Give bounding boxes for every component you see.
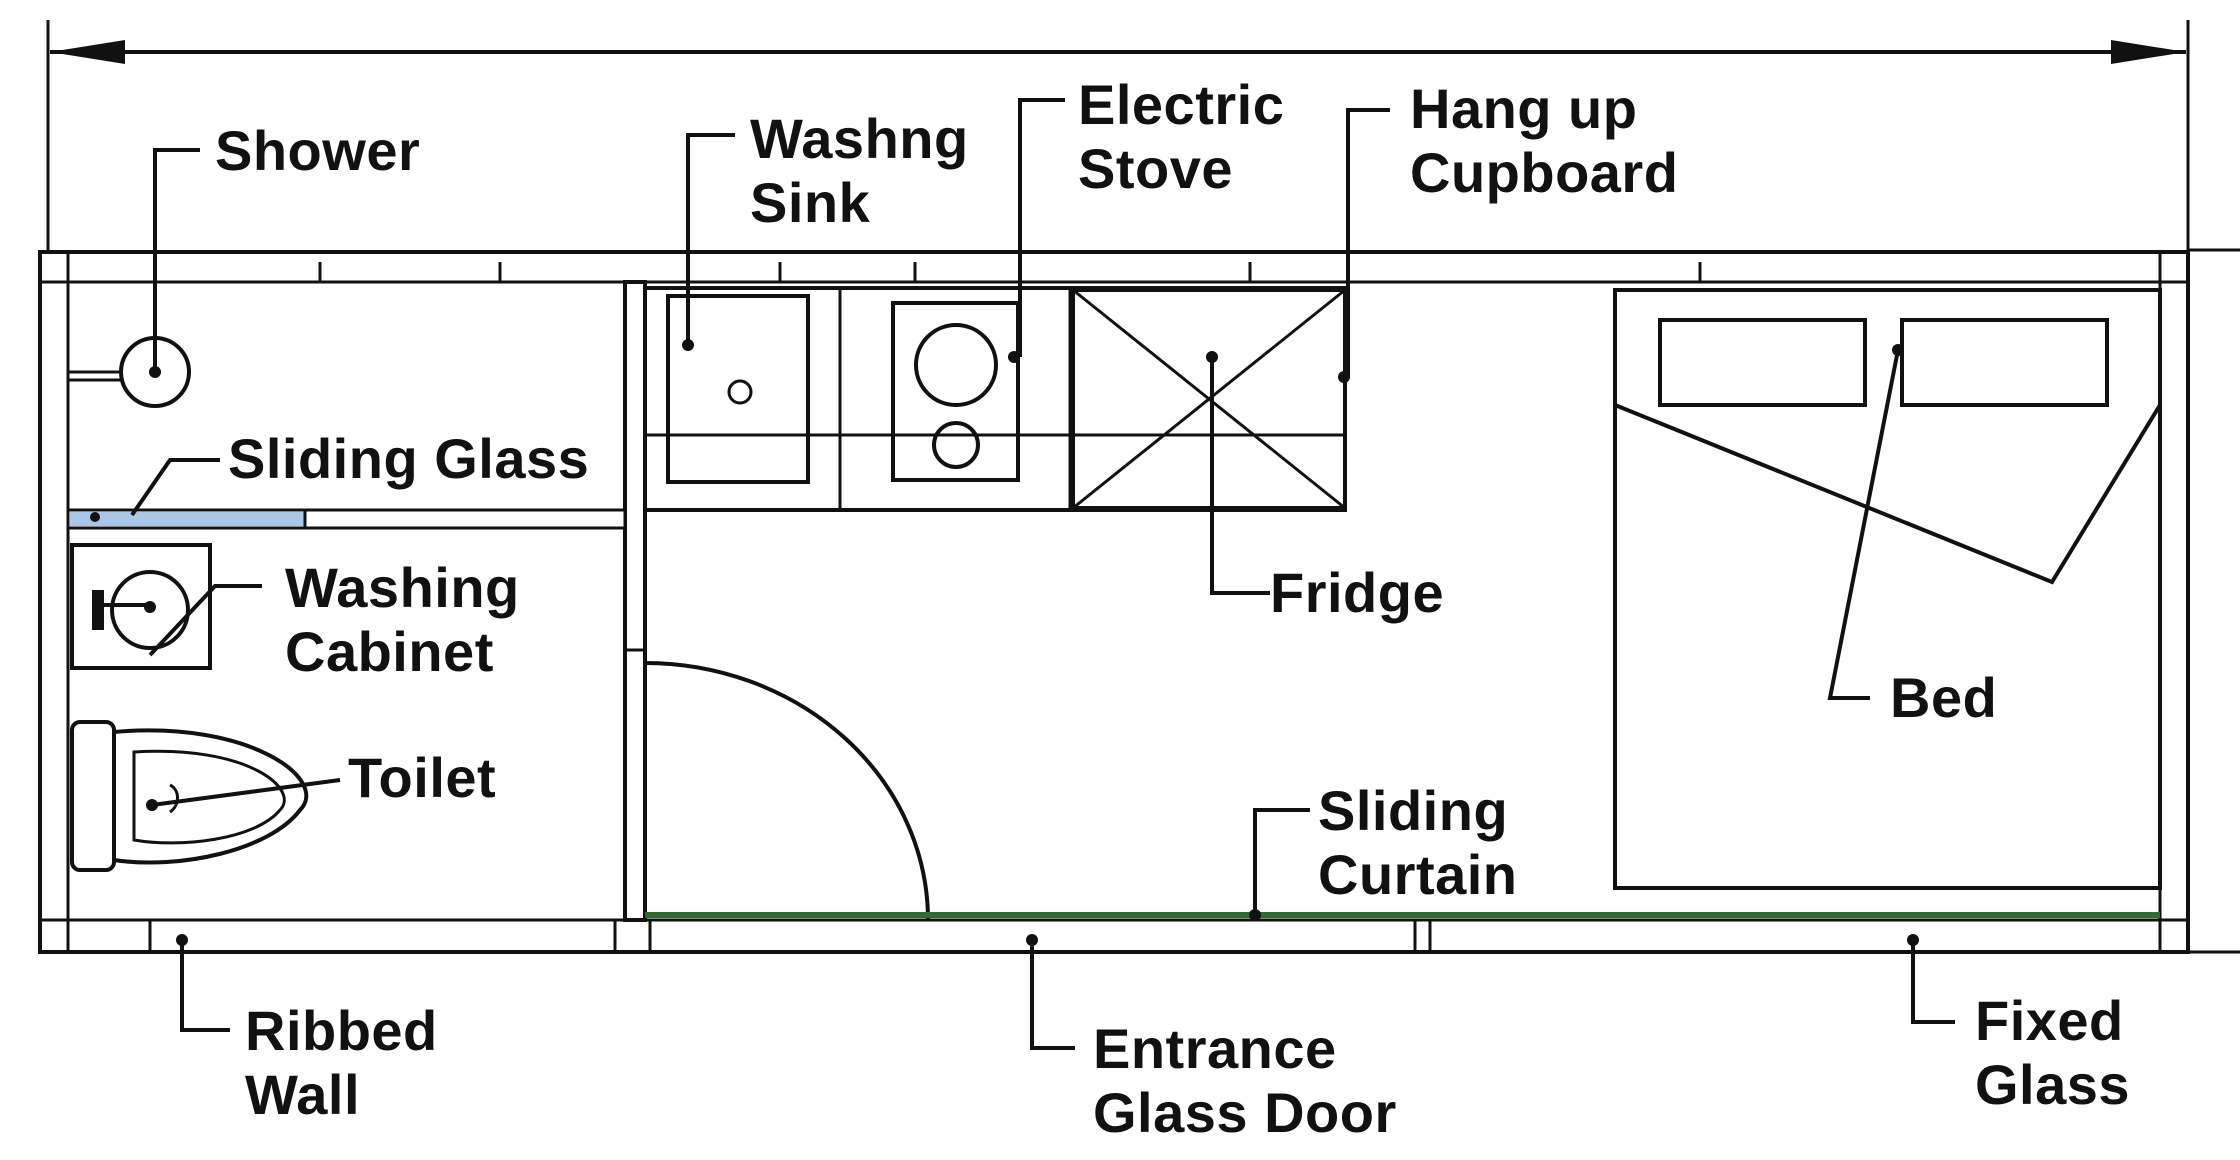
label-ribbed-wall-line1: Ribbed <box>245 999 438 1062</box>
label-fridge: Fridge <box>1270 561 1444 624</box>
label-washing-sink-line2: Sink <box>750 171 871 234</box>
bed-icon <box>1613 288 2162 890</box>
label-electric-stove-line1: Electric <box>1078 73 1284 136</box>
label-sliding-glass: Sliding Glass <box>228 427 589 490</box>
label-toilet: Toilet <box>348 746 496 809</box>
label-shower: Shower <box>215 119 420 182</box>
toilet-icon <box>70 720 309 872</box>
electric-stove-icon <box>891 301 1020 482</box>
label-hang-up-cupboard-line2: Cupboard <box>1410 141 1678 204</box>
label-entrance-glass-door-line2: Glass Door <box>1093 1081 1397 1144</box>
leader-lines <box>90 98 1955 1050</box>
label-sliding-curtain-line2: Curtain <box>1318 843 1518 906</box>
label-fixed-glass-line2: Glass <box>1975 1053 2130 1116</box>
label-entrance-glass-door-line1: Entrance <box>1093 1017 1337 1080</box>
label-fixed-glass-line1: Fixed <box>1975 989 2124 1052</box>
label-washing-cabinet-line1: Washing <box>285 556 520 619</box>
fridge-icon <box>1071 288 1347 510</box>
bathroom-partition <box>623 280 647 922</box>
exterior-walls <box>38 248 2240 954</box>
labels: Shower Washng Sink Electric Stove Hang u… <box>215 73 2130 1144</box>
label-hang-up-cupboard-line1: Hang up <box>1410 77 1637 140</box>
label-washing-sink-line1: Washng <box>750 107 969 170</box>
label-bed: Bed <box>1890 666 1997 729</box>
label-electric-stove-line2: Stove <box>1078 137 1233 200</box>
sliding-glass-door <box>66 508 627 530</box>
washing-sink-icon <box>666 294 810 484</box>
label-ribbed-wall-line2: Wall <box>245 1063 360 1126</box>
label-washing-cabinet-line2: Cabinet <box>285 620 494 683</box>
label-sliding-curtain-line1: Sliding <box>1318 779 1508 842</box>
dimension-line <box>46 20 2190 255</box>
washing-cabinet-icon <box>70 543 212 670</box>
entrance-door-swing <box>644 661 930 921</box>
